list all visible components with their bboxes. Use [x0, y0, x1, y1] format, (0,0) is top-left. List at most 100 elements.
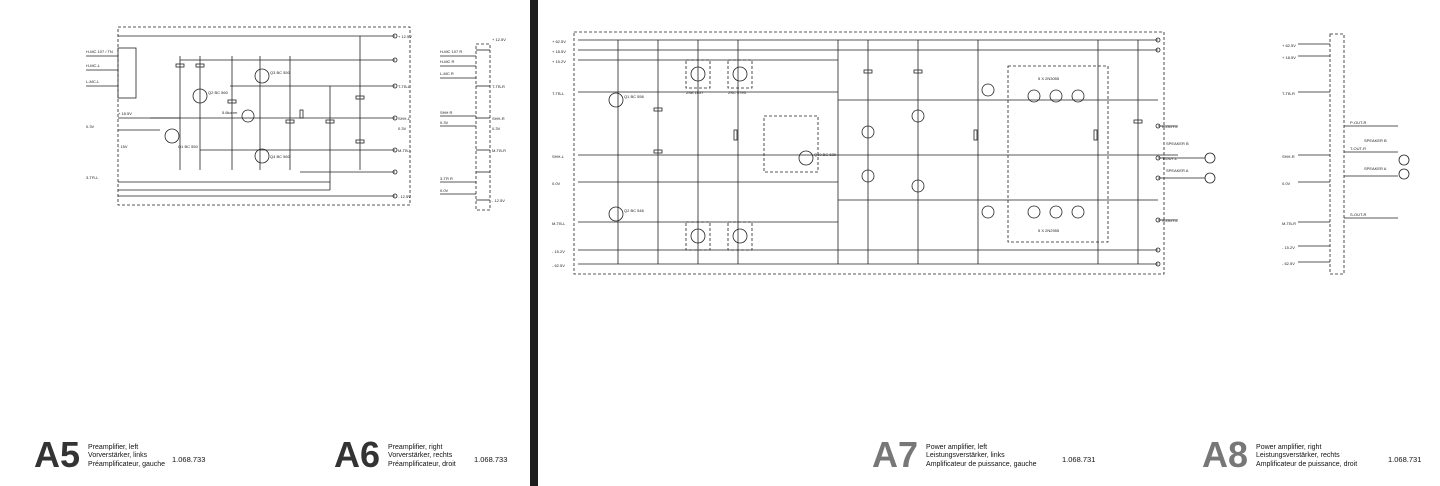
- svg-text:- 62.5V: - 62.5V: [1282, 261, 1295, 266]
- svg-text:SHH R: SHH R: [440, 110, 453, 115]
- svg-text:Q1 BC 550: Q1 BC 550: [178, 144, 199, 149]
- svg-text:M-TB-R: M-TB-R: [492, 148, 506, 153]
- svg-text:Q3 BC 550: Q3 BC 550: [270, 70, 291, 75]
- svg-text:Q1 BC 556: Q1 BC 556: [624, 94, 645, 99]
- svg-text:T-OUT-L: T-OUT-L: [1162, 156, 1178, 161]
- svg-text:SHH-R: SHH-R: [492, 116, 505, 121]
- a7-speaker-a-terminal: [1204, 172, 1216, 184]
- caption-a5-de: Vorverstärker, links: [88, 452, 148, 459]
- part-number-a7: 1.068.731: [1062, 455, 1096, 464]
- caption-a8: A8 Power amplifier, right Leistungsverst…: [1202, 437, 1357, 473]
- svg-text:S-OUT-L: S-OUT-L: [1162, 218, 1179, 223]
- power-amplifier-schematic: + 62.5V + 18.5V + 15.2V - 15.2V - 62.5V …: [552, 31, 1410, 275]
- svg-text:SPEAKER B: SPEAKER B: [1364, 138, 1387, 143]
- svg-text:+ 18.5V: + 18.5V: [118, 111, 132, 116]
- svg-text:5.6kohm: 5.6kohm: [222, 110, 238, 115]
- caption-a7: A7 Power amplifier, left Leistungsverstä…: [872, 434, 1037, 475]
- svg-text:H-MC R: H-MC R: [440, 59, 455, 64]
- caption-a7-de: Leistungsverstärker, links: [926, 452, 1005, 459]
- svg-text:SPEAKER A: SPEAKER A: [1364, 166, 1387, 171]
- svg-text:0.0V: 0.0V: [1282, 181, 1291, 186]
- svg-text:2SC 4793: 2SC 4793: [728, 90, 747, 95]
- svg-text:- 15.2V: - 15.2V: [552, 249, 565, 254]
- svg-text:3-TR R: 3-TR R: [440, 176, 453, 181]
- caption-a7-en: Power amplifier, left: [926, 443, 988, 451]
- sheet-code-a5: A5: [34, 434, 81, 475]
- svg-text:T-OUT-R: T-OUT-R: [1350, 146, 1366, 151]
- svg-text:H-MC-L: H-MC-L: [86, 63, 101, 68]
- a8-speaker-a-terminal: [1398, 168, 1410, 180]
- a7-driver-box-1: [685, 59, 711, 89]
- svg-text:T-TB-L: T-TB-L: [552, 91, 565, 96]
- part-number-a5: 1.068.733: [172, 455, 206, 464]
- sheet-code-a7: A7: [872, 434, 919, 475]
- a8-board-outline: [1329, 33, 1345, 275]
- a5-input-connector: [117, 47, 137, 99]
- svg-text:L-MC R: L-MC R: [440, 71, 454, 76]
- svg-text:T-TB-R: T-TB-R: [492, 84, 505, 89]
- svg-text:H-MC 107 / TN: H-MC 107 / TN: [86, 49, 113, 54]
- svg-text:SPEAKER B: SPEAKER B: [1166, 141, 1189, 146]
- caption-a7-fr: Amplificateur de puissance, gauche: [926, 460, 1037, 468]
- svg-text:SPEAKER A: SPEAKER A: [1166, 168, 1189, 173]
- a5-transistor-q1: [164, 128, 180, 144]
- a7-speaker-b-terminal: [1204, 152, 1216, 164]
- svg-text:SHH-R: SHH-R: [1282, 154, 1295, 159]
- svg-text:Q2 BC 560: Q2 BC 560: [208, 90, 229, 95]
- svg-text:P-OUT-L: P-OUT-L: [1162, 124, 1179, 129]
- a5-transistor-q2: [192, 88, 208, 104]
- a7-protection-box: [763, 115, 819, 173]
- svg-text:T-TB-R: T-TB-R: [1282, 91, 1295, 96]
- svg-text:S-OUT-R: S-OUT-R: [1350, 212, 1367, 217]
- svg-text:L-MC-L: L-MC-L: [86, 79, 100, 84]
- svg-text:- 15.2V: - 15.2V: [1282, 245, 1295, 250]
- a7-driver-box-2: [727, 59, 753, 89]
- a8-speaker-b-terminal: [1398, 154, 1410, 166]
- svg-text:Q4 BC 560: Q4 BC 560: [270, 154, 291, 159]
- caption-a5: A5 Preamplifier, left Vorverstärker, lin…: [34, 434, 166, 475]
- svg-text:5 X 2N3055: 5 X 2N3055: [1038, 76, 1060, 81]
- svg-text:+ 12.5V: + 12.5V: [492, 37, 506, 42]
- svg-text:+ 15.2V: + 15.2V: [552, 59, 566, 64]
- a7-driver-box-3: [685, 221, 711, 251]
- svg-text:0.0V: 0.0V: [440, 188, 449, 193]
- a5-transistor-q3: [254, 68, 270, 84]
- svg-text:0.3V: 0.3V: [398, 126, 407, 131]
- part-number-a6: 1.068.733: [474, 455, 508, 464]
- svg-text:0.3V: 0.3V: [86, 124, 95, 129]
- svg-text:+ 18.5V: + 18.5V: [552, 49, 566, 54]
- caption-a6-fr: Préamplificateur, droit: [388, 460, 456, 468]
- svg-text:T-TB-L: T-TB-L: [398, 84, 411, 89]
- svg-text:M-TB-R: M-TB-R: [1282, 221, 1296, 226]
- svg-text:+ 18.5V: + 18.5V: [1282, 55, 1296, 60]
- caption-a6-de: Vorverstärker, rechts: [388, 452, 453, 459]
- part-number-a8: 1.068.731: [1388, 455, 1422, 464]
- svg-text:P-OUT-R: P-OUT-R: [1350, 120, 1367, 125]
- a5-board-outline: [117, 26, 411, 206]
- svg-text:- 15V: - 15V: [118, 144, 128, 149]
- svg-text:- 12.5V: - 12.5V: [398, 194, 411, 199]
- svg-text:Q2 BC 546: Q2 BC 546: [624, 208, 645, 213]
- a7-driver-box-4: [727, 221, 753, 251]
- svg-text:0.3V: 0.3V: [492, 126, 501, 131]
- svg-text:SHH-L: SHH-L: [398, 116, 411, 121]
- preamplifier-schematic: H-MC 107 / TN H-MC-L L-MC-L 3-TR-L 0.3V …: [86, 26, 506, 211]
- a6-board-outline: [475, 43, 491, 211]
- a7-output-stage-box: [1007, 65, 1109, 243]
- svg-text:M-TB-L: M-TB-L: [398, 148, 412, 153]
- svg-text:- 62.5V: - 62.5V: [552, 263, 565, 268]
- svg-text:5 X 2N2955: 5 X 2N2955: [1038, 228, 1060, 233]
- svg-text:0.0V: 0.0V: [552, 181, 561, 186]
- svg-text:+ 62.5V: + 62.5V: [1282, 43, 1296, 48]
- schematic-page-power-amplifier: + 62.5V + 18.5V + 15.2V - 15.2V - 62.5V …: [538, 0, 1440, 486]
- svg-text:+ 62.5V: + 62.5V: [552, 39, 566, 44]
- caption-a6-en: Preamplifier, right: [388, 443, 443, 451]
- svg-text:2SA 1837: 2SA 1837: [686, 90, 704, 95]
- svg-text:- 12.5V: - 12.5V: [492, 198, 505, 203]
- caption-a6: A6 Preamplifier, right Vorverstärker, re…: [334, 434, 456, 475]
- svg-text:H-MC 107 R: H-MC 107 R: [440, 49, 462, 54]
- caption-a8-en: Power amplifier, right: [1256, 443, 1322, 451]
- sheet-code-a6: A6: [334, 434, 381, 475]
- svg-text:M-TB-L: M-TB-L: [552, 221, 566, 226]
- caption-a5-fr: Préamplificateur, gauche: [88, 460, 166, 468]
